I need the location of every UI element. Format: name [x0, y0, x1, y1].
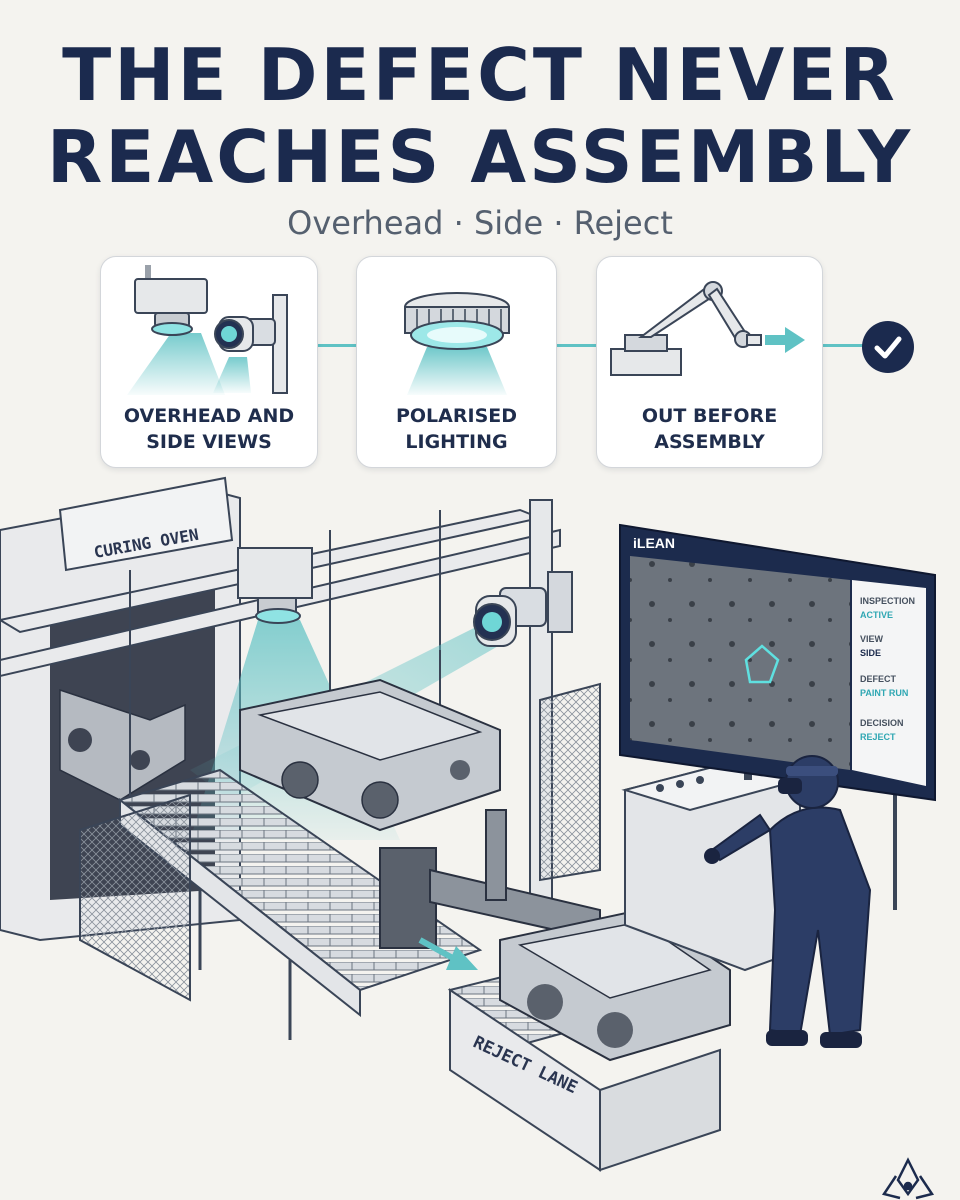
subtitle: Overhead · Side · Reject — [287, 204, 673, 242]
inspected-frame — [239, 650, 501, 832]
panel-value-inspection: ACTIVE — [860, 610, 893, 620]
panel-value-defect: PAINT RUN — [860, 688, 908, 698]
checkmark-icon — [862, 321, 914, 373]
safety-fence — [79, 682, 601, 1002]
panel-key-defect: DEFECT — [860, 674, 897, 684]
panel-key-view: VIEW — [860, 634, 884, 644]
connector-1 — [316, 344, 356, 347]
title-line-1: THE DEFECT NEVER — [62, 33, 898, 117]
camera-icon — [127, 265, 288, 395]
flower-logo-icon — [881, 1157, 935, 1200]
connector-2 — [555, 344, 596, 347]
title-line-2: REACHES ASSEMBLY — [46, 115, 914, 199]
robot-arm-icon — [610, 281, 805, 376]
reject-pusher — [379, 809, 601, 970]
page-title: THE DEFECT NEVER REACHES ASSEMBLY — [0, 34, 960, 198]
monitor-brand: iLEAN — [633, 535, 675, 551]
panel-value-decision: REJECT — [860, 732, 896, 742]
ring-light-icon — [404, 292, 510, 395]
panel-key-decision: DECISION — [860, 718, 904, 728]
reject-lane: REJECT LANE — [447, 908, 731, 1172]
inspection-monitor: iLEAN INSPECTION ACTIVE VIEW SIDE DEFECT… — [619, 523, 936, 910]
panel-key-inspection: INSPECTION — [860, 596, 915, 606]
connector-3 — [821, 344, 863, 347]
panel-value-view: SIDE — [860, 648, 881, 658]
operator-figure — [704, 755, 872, 1048]
factory-scene: CURING OVEN — [0, 476, 936, 1200]
